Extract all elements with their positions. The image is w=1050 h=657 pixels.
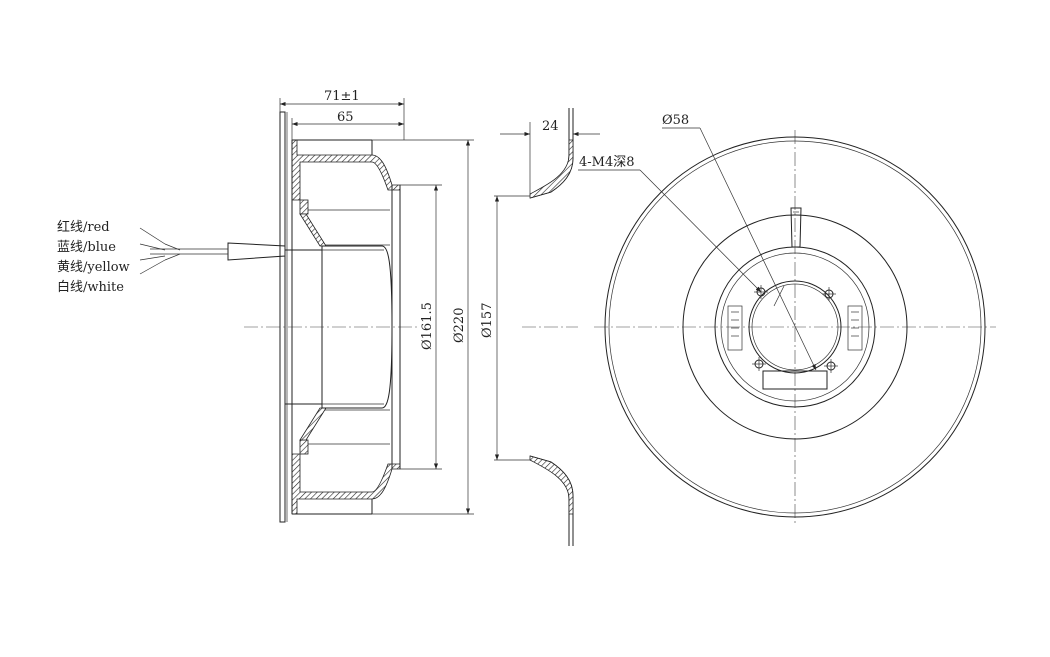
mount-hole [752, 357, 766, 371]
inlet-ring-profile: 24 Ø157 [480, 108, 600, 546]
mount-hole [824, 359, 838, 373]
rear-plate [279, 111, 286, 523]
front-view: 4-M4深8 Ø58 [578, 113, 996, 524]
dim-overall-length: 71±1 [324, 89, 360, 104]
nameplate [762, 370, 828, 390]
wire-label-white: 白线/white [57, 279, 124, 295]
wire-label-blue: 蓝线/blue [57, 240, 116, 255]
wire-legend: 红线/red 蓝线/blue 黄线/yellow 白线/white [57, 219, 130, 295]
wire-label-yellow: 黄线/yellow [57, 260, 130, 275]
side-view [139, 111, 420, 523]
shroud-bottom [291, 453, 401, 515]
dim-flange-depth: 24 [542, 119, 559, 134]
dim-mount-holes: 4-M4深8 [579, 155, 635, 170]
wire-label-red: 红线/red [57, 219, 110, 235]
side-view-dimensions: 71±1 65 Ø161.5 Ø220 [279, 89, 474, 515]
dim-outer-diameter: Ø220 [452, 308, 467, 343]
hub-circle [748, 280, 842, 374]
dim-body-length: 65 [337, 110, 354, 125]
dim-inlet-diameter: Ø161.5 [420, 302, 435, 350]
mount-hole [822, 287, 836, 301]
inlet-circle [682, 214, 908, 440]
wire-sleeve [227, 242, 286, 261]
dim-ring-diameter: Ø157 [480, 303, 495, 338]
outer-circle [604, 136, 986, 518]
cable-entry [790, 207, 802, 248]
shroud-top [291, 139, 401, 201]
dim-hub-diameter: Ø58 [662, 113, 689, 128]
